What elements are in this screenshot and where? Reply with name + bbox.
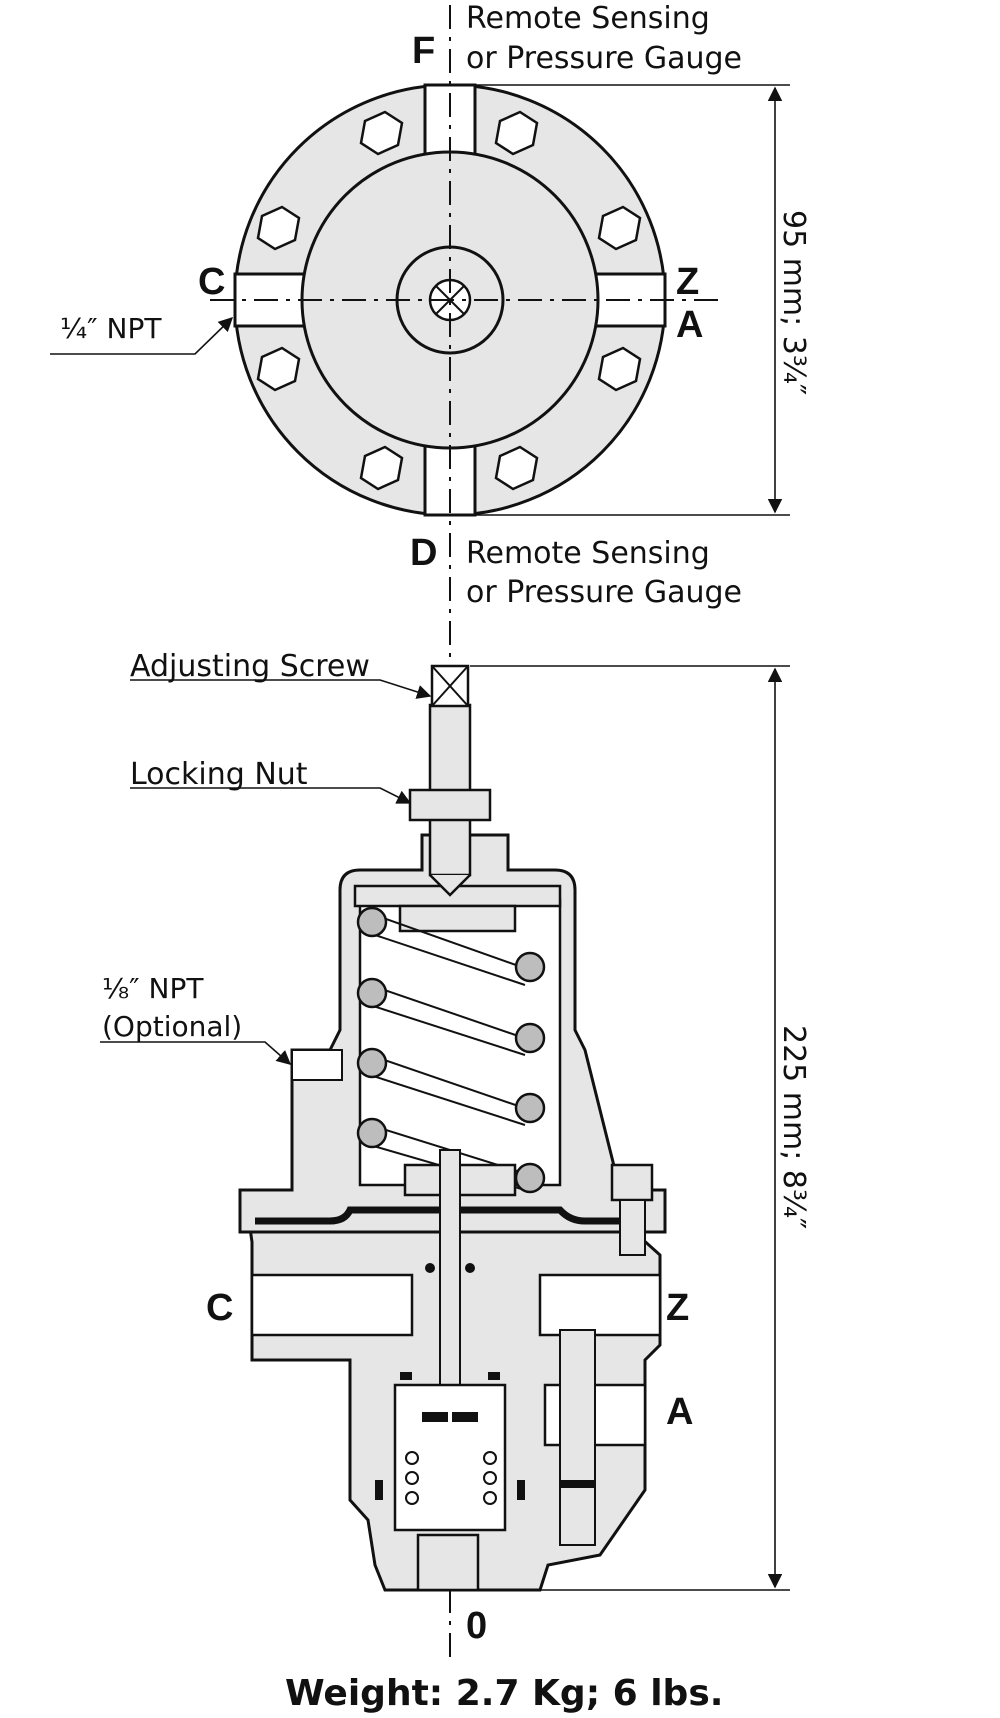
port-a-side-label: A [666,1391,693,1433]
npt-optional-line1: ⅛″ NPT [102,972,204,1005]
flange-bolt-shank [619,1199,646,1256]
adjusting-screw-label: Adjusting Screw [130,649,370,684]
port-f-label: F [412,30,435,72]
bolt-hex [359,445,404,491]
locking-nut-label: Locking Nut [130,757,308,792]
locking-nut [408,788,492,822]
weight-label: Weight: 2.7 Kg; 6 lbs. [285,1673,723,1714]
bottom-plug [416,1533,480,1592]
flange-bolt [610,1163,654,1202]
top-view [50,83,790,517]
port-c-top-label: C [198,261,225,303]
remote-sensing-top-line2: or Pressure Gauge [466,41,742,76]
port-z-top-label: Z [676,261,699,303]
bolt-hex [359,110,404,156]
dimension-95: 95 mm; 3¾″ [776,210,811,395]
relief-cartridge [559,1329,596,1546]
port-c-side-label: C [206,1287,233,1329]
dimension-225: 225 mm; 8¾″ [776,1025,811,1229]
valve-stem [439,1149,461,1421]
port-z-side-label: Z [666,1287,689,1329]
spring-plate-hub [398,904,517,933]
gauge-port [291,1049,343,1081]
bolt-hex [597,205,642,251]
remote-sensing-bottom-line2: or Pressure Gauge [466,575,742,610]
port-a-top-label: A [676,304,703,346]
bolt-hex [256,346,301,392]
bolt-hex [256,205,301,251]
remote-sensing-bottom-line1: Remote Sensing [466,536,710,571]
bolt-hex [597,346,642,392]
bolt-hex [494,445,539,491]
remote-sensing-top-line1: Remote Sensing [466,1,710,36]
npt-label: ¼″ NPT [60,312,162,345]
valve-cartridge [393,1383,507,1532]
screw-cross-icon [431,665,469,707]
npt-optional-line2: (Optional) [102,1010,242,1043]
side-view [100,664,790,1592]
port-c-side [250,1273,414,1337]
port-d-label: D [410,532,437,574]
port-o-label: 0 [466,1605,487,1647]
bolt-hex [494,110,539,156]
port-z-side [538,1273,662,1337]
